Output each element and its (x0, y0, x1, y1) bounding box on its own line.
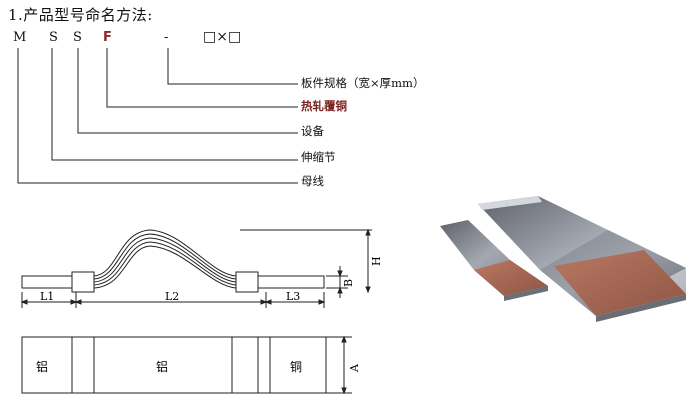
top-label-copper: 铜 (290, 359, 302, 374)
dim-l3: L3 (286, 290, 300, 303)
code-letter-m: M (13, 30, 27, 45)
code-letter-s2: S (73, 30, 82, 45)
top-label-aluminum-middle: 铝 (156, 359, 168, 374)
dim-l2: L2 (165, 290, 179, 303)
code-letter-s1: S (49, 30, 58, 45)
legend-item-equipment: 设备 (301, 124, 324, 138)
code-separator: - (164, 30, 169, 45)
legend-item-hot-rolled-copper: 热轧覆铜 (301, 99, 347, 113)
code-letter-f: F (103, 30, 112, 45)
legend-item-expansion-joint: 伸缩节 (301, 150, 336, 164)
section-heading: 1.产品型号命名方法: (8, 6, 153, 24)
top-label-aluminum-left: 铝 (36, 359, 48, 374)
dim-h: H (370, 256, 383, 266)
product-photo (440, 196, 686, 322)
dim-a: A (348, 363, 361, 373)
dim-b: B (342, 279, 355, 287)
dim-l1: L1 (40, 290, 54, 303)
legend-item-busbar: 母线 (301, 174, 324, 188)
code-size-placeholder: □×□ (203, 29, 242, 45)
legend-item-spec: 板件规格（宽×厚mm） (301, 76, 425, 90)
